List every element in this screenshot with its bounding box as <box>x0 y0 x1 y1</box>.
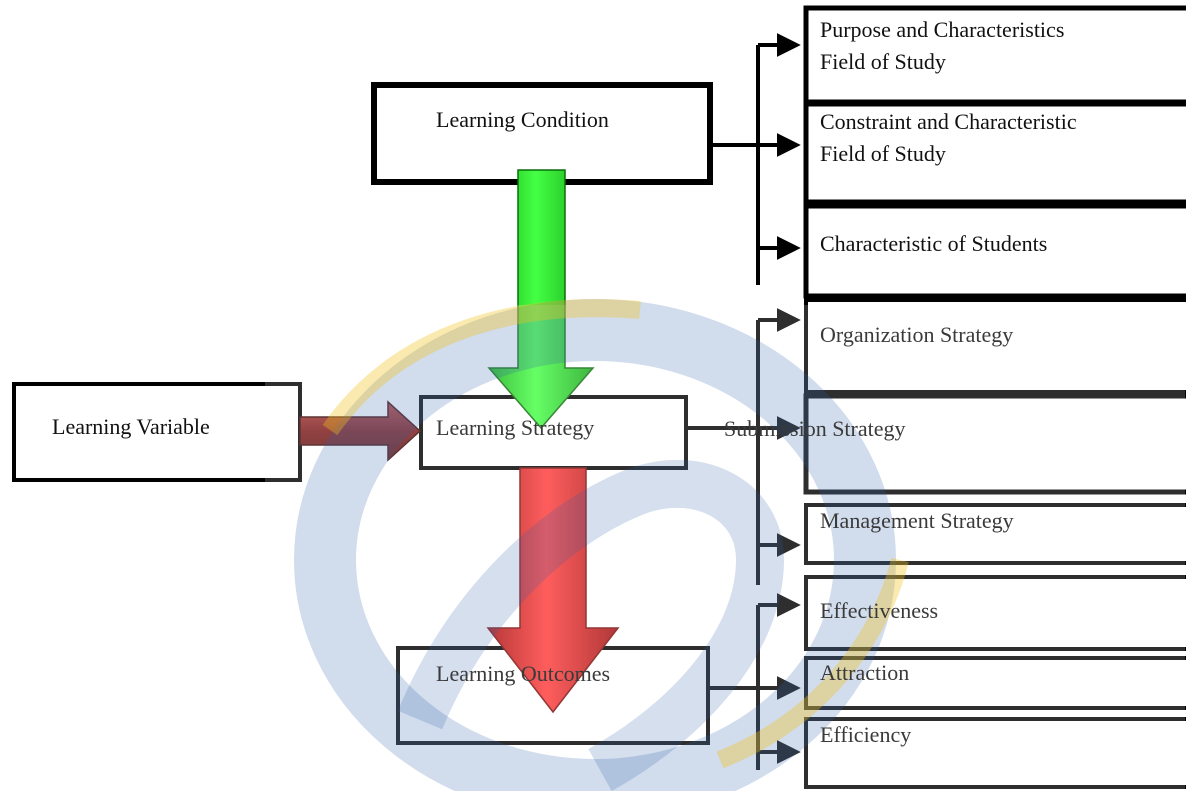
outcome-box-3 <box>804 717 1186 789</box>
condition-1-label: Purpose and Characteristics Field of Stu… <box>820 14 1064 78</box>
outcome-box-2 <box>804 656 1186 710</box>
outcome-3-label: Efficiency <box>820 722 912 747</box>
strategy-1-label: Organization Strategy <box>820 322 1014 347</box>
outcome-2-label: Attraction <box>820 660 910 685</box>
learning-variable-label: Learning Variable <box>52 414 210 439</box>
learning-outcomes-label: Learning Outcomes <box>436 661 611 686</box>
condition-to-strategy-arrow <box>487 169 595 430</box>
strategy-box-1 <box>804 298 1186 394</box>
strategy-3-label: Management Strategy <box>820 508 1014 533</box>
condition-1-line2: Field of Study <box>820 49 946 74</box>
condition-3-label: Characteristic of Students <box>820 231 1048 256</box>
learning-variable-box <box>12 382 302 482</box>
condition-1-line1: Purpose and Characteristics <box>820 17 1065 42</box>
outcome-1-label: Effectiveness <box>820 598 939 623</box>
strategy-2-label: Submission Strategy <box>724 416 906 441</box>
condition-2-line2: Field of Study <box>820 141 946 166</box>
condition-box-3 <box>803 203 1186 299</box>
strategy-bracket <box>686 308 801 585</box>
variable-to-strategy-arrow <box>299 400 422 462</box>
strategy-to-outcomes-arrow <box>486 467 620 714</box>
learning-condition-label: Learning Condition <box>436 107 609 132</box>
strategy-box-3 <box>804 503 1186 565</box>
condition-box-2 <box>803 101 1186 205</box>
condition-bracket <box>710 33 801 285</box>
condition-2-line1: Constraint and Characteristic <box>820 109 1077 134</box>
outcome-box-1 <box>804 575 1186 651</box>
condition-2-label: Constraint and Characteristic Field of S… <box>820 106 1077 170</box>
learning-strategy-label: Learning Strategy <box>436 415 595 440</box>
outcome-bracket <box>708 593 801 770</box>
strategy-box-2 <box>803 393 1186 495</box>
